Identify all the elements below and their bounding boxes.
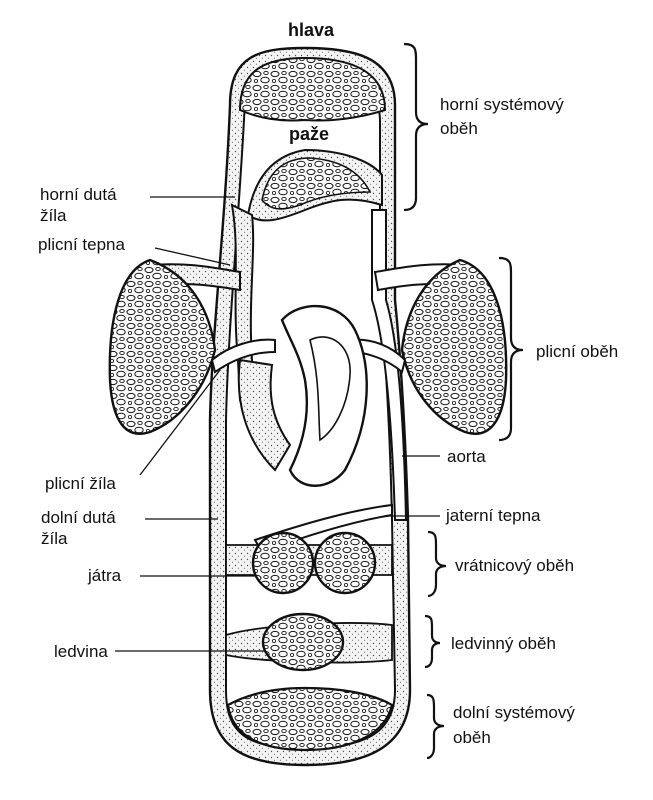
brace-lower-systemic (426, 693, 445, 760)
label-portal-circuit: vrátnicový oběh (455, 556, 574, 575)
heart-left-chamber (309, 336, 351, 442)
label-liver: játra (87, 566, 122, 585)
label-pulmonary-vein: plicní žíla (45, 474, 116, 493)
kidney-capillary-bed (261, 612, 345, 672)
label-pulmonary-artery: plicní tepna (38, 235, 125, 254)
label-pulmonary-circuit: plicní oběh (536, 342, 618, 361)
left-lung (108, 258, 217, 435)
label-inferior-vena-cava-line1: dolní dutá (41, 508, 116, 527)
liver-left-lobe (251, 531, 315, 595)
label-upper-systemic-line1: horní systémový (440, 95, 564, 114)
label-arms: paže (289, 124, 329, 144)
label-head: hlava (288, 20, 335, 40)
label-lower-systemic-line2: oběh (453, 728, 491, 747)
brace-pulmonary (498, 256, 524, 442)
label-inferior-vena-cava-line2: žíla (41, 529, 68, 548)
pulmonary-vein-left (210, 338, 276, 374)
brace-renal (424, 614, 441, 669)
arm-capillary-bed (261, 157, 372, 210)
lower-systemic-capillary-bed (226, 686, 394, 752)
leader-pulmonary-artery (154, 247, 231, 266)
label-hepatic-artery: jaterní tepna (445, 506, 541, 525)
liver-right-lobe (313, 531, 377, 595)
brace-upper-systemic (403, 42, 429, 212)
label-renal-circuit: ledvinný oběh (451, 634, 556, 653)
label-lower-systemic-line1: dolní systémový (453, 703, 575, 722)
right-lung (400, 258, 508, 435)
head-capillary-bed (238, 56, 387, 122)
label-superior-vena-cava-line1: horní dutá (40, 185, 117, 204)
label-upper-systemic-line2: oběh (440, 119, 478, 138)
label-aorta: aorta (447, 447, 486, 466)
label-kidney: ledvina (54, 642, 108, 661)
label-superior-vena-cava-line2: žíla (40, 206, 67, 225)
leader-pulmonary-vein (139, 369, 221, 476)
heart-right-side (237, 358, 292, 472)
brace-portal (427, 530, 447, 598)
